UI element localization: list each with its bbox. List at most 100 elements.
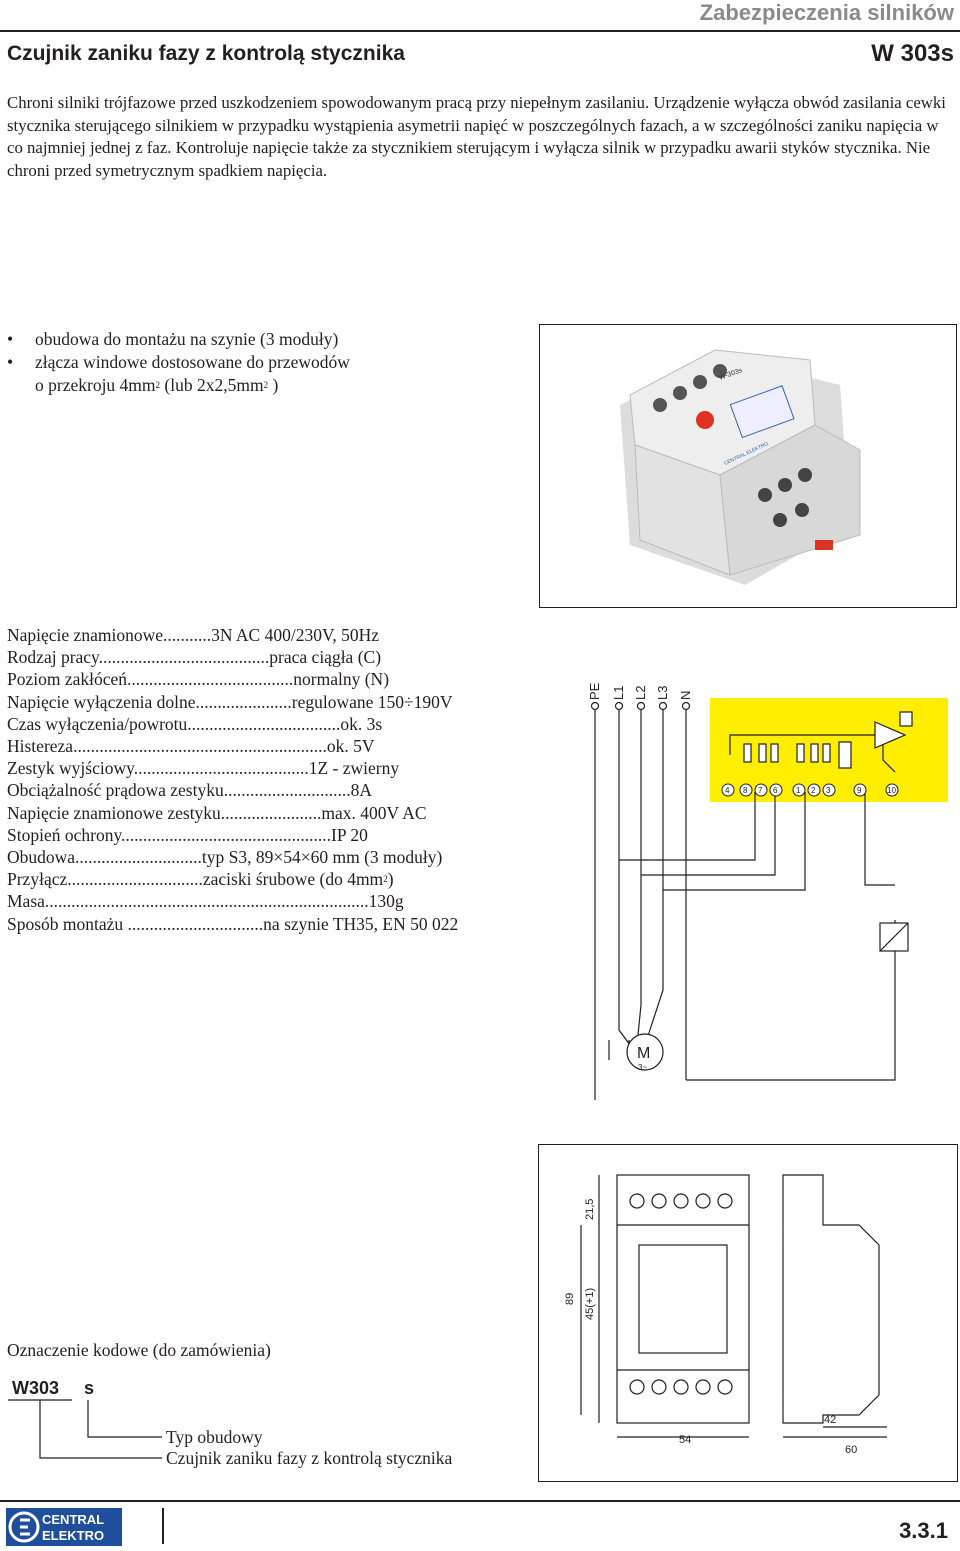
product-photo-drawing: W-303s CENTRAL ELEKTRO	[620, 349, 861, 585]
device-label	[729, 385, 795, 439]
spec-row: Histereza...............................…	[7, 736, 375, 757]
order-label-housing: Typ obudowy	[166, 1427, 263, 1447]
bullet: •	[7, 352, 14, 372]
spec-row: Rodzaj pracy............................…	[7, 647, 382, 668]
feature-text: (lub 2x2,5mm	[160, 375, 264, 395]
header-category: Zabezpieczenia silników	[699, 0, 954, 25]
control-wire	[619, 792, 756, 861]
front-shoulders	[617, 1224, 749, 1371]
order-code-diagram: W303 s Typ obudowy Czujnik zaniku fazy z…	[0, 1370, 520, 1480]
footer-rule	[0, 1500, 960, 1502]
spec-row: Masa....................................…	[7, 891, 404, 912]
spec-row: Przyłącz...............................z…	[7, 868, 458, 890]
wiring-diagram: PE L1 L2 L3 N	[565, 660, 950, 1100]
terminal-screw	[653, 398, 667, 412]
relay-wire	[864, 792, 895, 886]
feature-item-continued: o przekroju 4mm2 (lub 2x2,5mm2 )	[7, 374, 350, 397]
control-wire	[641, 792, 776, 876]
dim-depth-b-label: 60	[845, 1444, 857, 1456]
l1-wire	[618, 710, 631, 1046]
coil-wire	[686, 920, 896, 1081]
company-logo: CENTRAL ELEKTRO	[6, 1508, 122, 1546]
front-outline	[616, 1174, 750, 1424]
din-clip	[815, 540, 833, 550]
device-side-face	[719, 424, 861, 576]
order-code-suffix: s	[84, 1378, 94, 1398]
height-dim-lines	[580, 1175, 600, 1423]
feature-list: •obudowa do montażu na szynie (3 moduły)…	[7, 328, 350, 397]
resistor	[743, 743, 752, 763]
superscript: 2	[383, 874, 388, 885]
terminal-number: 8	[743, 786, 748, 795]
terminal-pin	[807, 783, 821, 797]
screw-bottom	[717, 1379, 733, 1395]
order-leader-suffix	[87, 1400, 162, 1438]
motor-symbol	[626, 1033, 664, 1071]
terminal-screw	[778, 478, 792, 492]
screw-top	[695, 1193, 711, 1209]
dim-width-label: 54	[679, 1434, 691, 1446]
terminal-screw	[773, 513, 787, 527]
phase-label: N	[678, 691, 693, 700]
order-label-product: Czujnik zaniku fazy z kontrolą stycznika	[166, 1448, 452, 1468]
product-code: W 303s	[871, 40, 954, 67]
side-outline	[782, 1174, 880, 1424]
depth-dim-lines	[783, 1426, 887, 1438]
terminal-pin	[739, 783, 753, 797]
motor-sub-label: 3~	[638, 1063, 647, 1072]
terminal-screw	[758, 488, 772, 502]
phase-terminal	[681, 701, 691, 711]
order-leader-base	[39, 1400, 162, 1459]
wiring-diagram-svg: PE L1 L2 L3 N	[587, 682, 948, 1100]
diode-bridge	[838, 741, 852, 769]
front-window	[638, 1244, 728, 1354]
bullet: •	[7, 329, 14, 349]
feature-text: złącza windowe dostosowane do przewodów	[35, 352, 350, 372]
logo-text-top: CENTRAL	[42, 1512, 104, 1527]
terminal-pin	[721, 783, 735, 797]
phase-terminal	[614, 701, 624, 711]
phase-terminal	[590, 701, 600, 711]
phase-label: L2	[633, 686, 648, 700]
logo-emblem-mark	[20, 1518, 30, 1536]
terminal-screw	[693, 375, 707, 389]
dimension-drawing: 21,5 89 45(+1) 54 42 60	[538, 1144, 958, 1482]
screw-top	[629, 1193, 645, 1209]
screw-top	[651, 1193, 667, 1209]
resistor	[758, 743, 767, 763]
contactor-coil-diag	[879, 922, 909, 952]
terminal-screw	[795, 503, 809, 517]
terminal-number: 3	[826, 786, 831, 795]
spec-row: Obciążalność prądowa zestyku............…	[7, 780, 372, 801]
product-photo: W-303s CENTRAL ELEKTRO	[539, 324, 957, 608]
company-logo-svg: CENTRAL ELEKTRO	[8, 1511, 104, 1543]
terminal-pin	[853, 783, 867, 797]
phase-label: L3	[655, 686, 670, 700]
motor-label: M	[637, 1045, 650, 1062]
spec-row: Obudowa.............................typ …	[7, 847, 443, 868]
control-wire	[663, 792, 806, 891]
page-number: 3.3.1	[899, 1518, 948, 1543]
feature-item: • złącza windowe dostosowane do przewodów	[7, 351, 350, 374]
spec-row: Zestyk wyjściowy........................…	[7, 758, 400, 779]
spec-row: Sposób montażu .........................…	[7, 913, 459, 934]
terminal-pin	[885, 783, 899, 797]
logo-text-bottom: ELEKTRO	[42, 1528, 104, 1543]
adjust-knob	[696, 411, 714, 429]
dim-top-label: 21,5	[584, 1199, 596, 1220]
feature-item: •obudowa do montażu na szynie (3 moduły)	[7, 328, 350, 351]
resistor	[770, 743, 779, 763]
dimension-drawing-svg: 21,5 89 45(+1) 54 42 60	[564, 1174, 887, 1456]
relay-coil-symbol	[899, 711, 913, 727]
terminal-number: 2	[811, 786, 816, 795]
screw-bottom	[651, 1379, 667, 1395]
l3-wire	[644, 710, 664, 1046]
intro-paragraph: Chroni silniki trójfazowe przed uszkodze…	[7, 93, 946, 180]
phase-terminal	[658, 701, 668, 711]
superscript: 2	[155, 380, 161, 390]
feature-text: o przekroju 4mm	[35, 375, 156, 395]
phase-label: PE	[587, 682, 602, 700]
logo-emblem	[8, 1511, 40, 1543]
terminal-screw	[798, 468, 812, 482]
screw-top	[717, 1193, 733, 1209]
